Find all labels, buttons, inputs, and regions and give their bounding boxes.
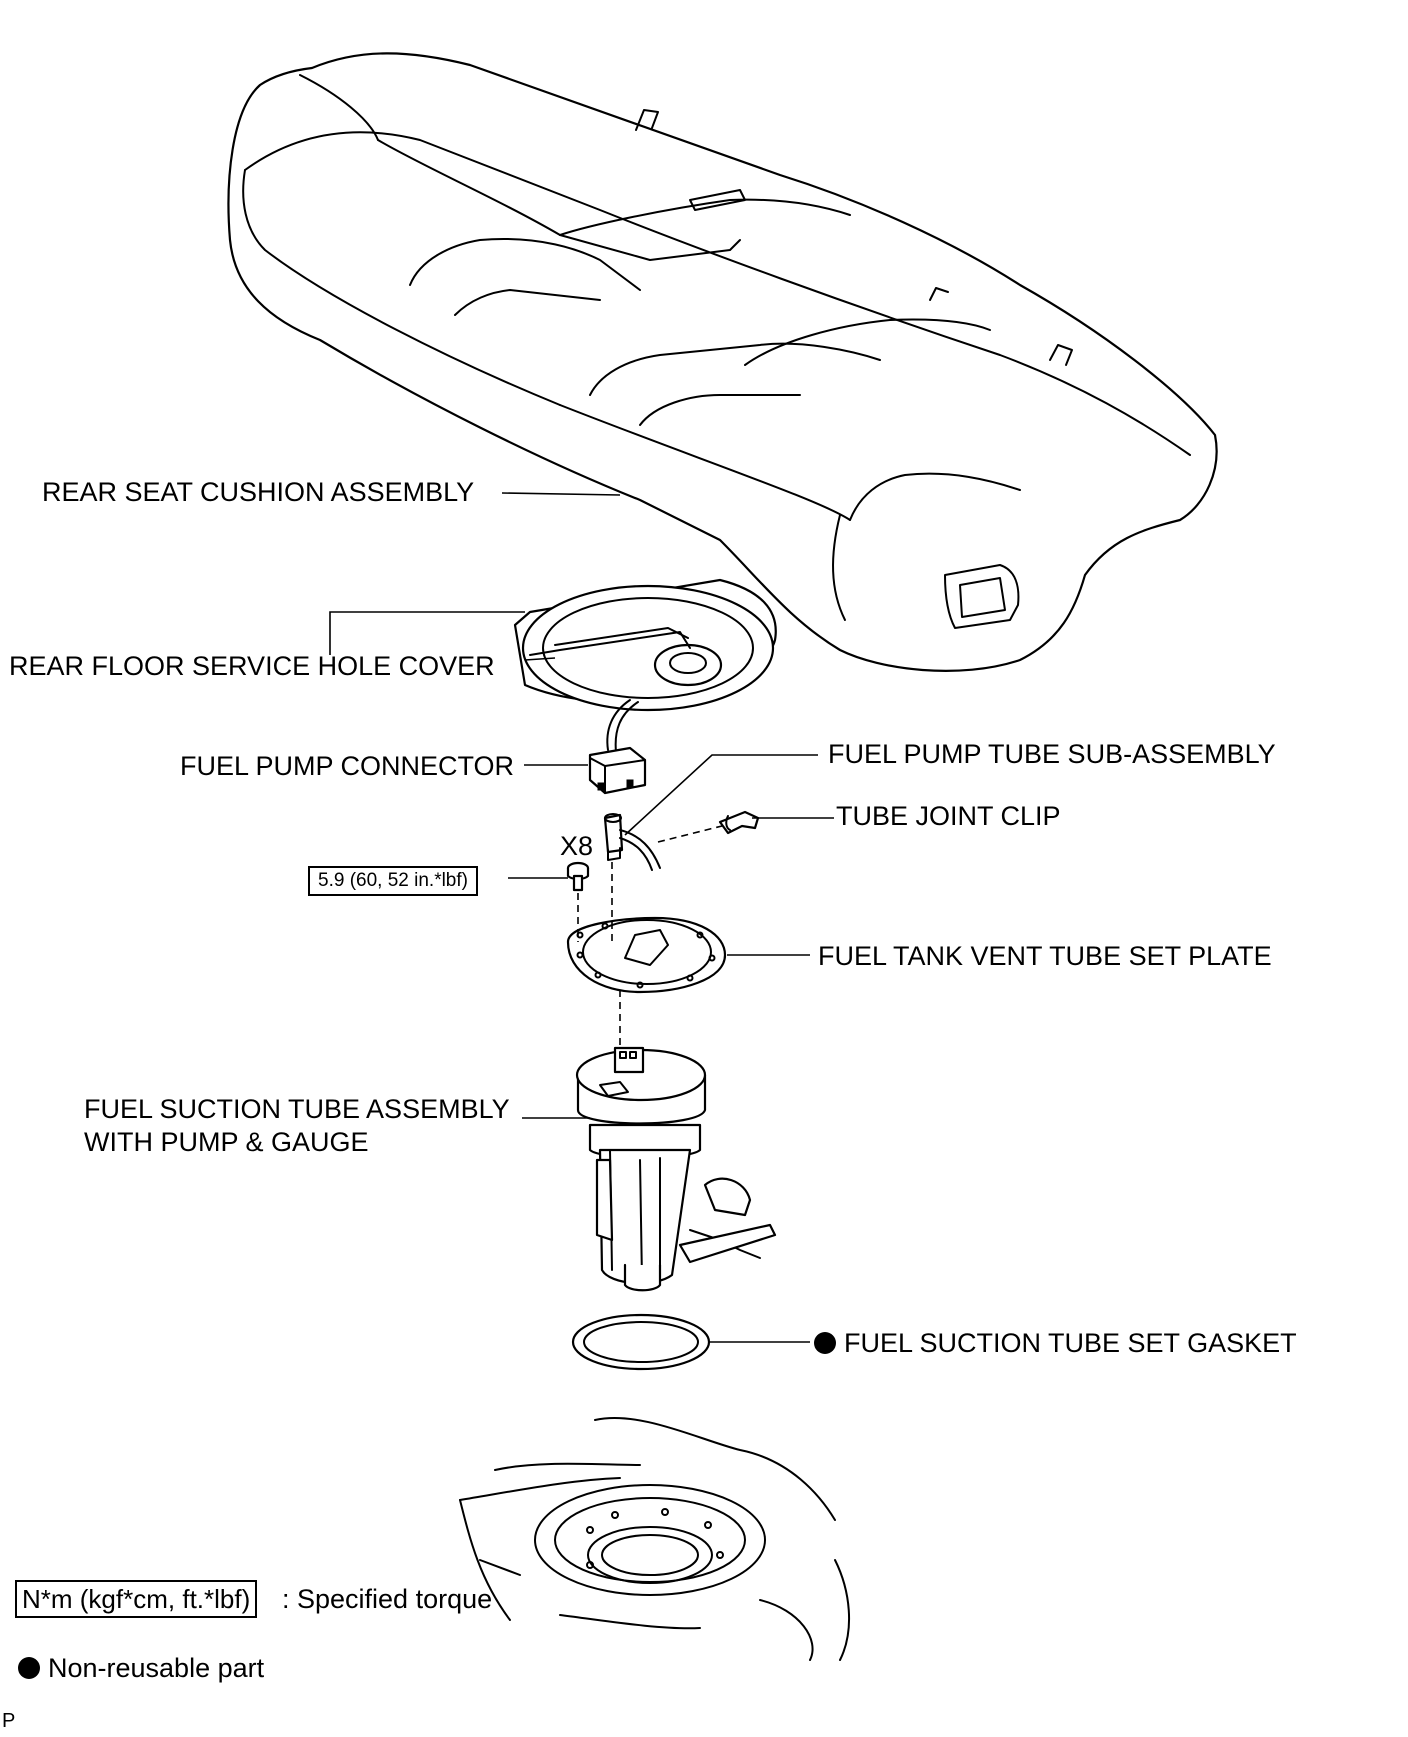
legend-dot-icon bbox=[18, 1657, 40, 1679]
label-vent-tube-plate: FUEL TANK VENT TUBE SET PLATE bbox=[818, 941, 1272, 971]
fuel-pump-tube-drawing bbox=[603, 813, 661, 871]
rear-seat-cushion-drawing bbox=[227, 52, 1218, 672]
set-gasket-drawing bbox=[571, 1313, 711, 1371]
label-quantity: X8 bbox=[560, 831, 594, 861]
label-fuel-pump-connector: FUEL PUMP CONNECTOR bbox=[180, 751, 515, 781]
vent-tube-plate-drawing bbox=[566, 916, 727, 994]
leader-lines bbox=[329, 492, 834, 1343]
label-set-gasket-text: FUEL SUCTION TUBE SET GASKET bbox=[844, 1328, 1297, 1358]
tube-joint-clip-drawing bbox=[718, 810, 760, 835]
legend-torque-desc: : Specified torque bbox=[282, 1584, 493, 1614]
service-hole-cover-drawing bbox=[513, 578, 777, 712]
legend-torque-box: N*m (kgf*cm, ft.*lbf) bbox=[15, 1580, 258, 1618]
legend-nonreusable: Non-reusable part bbox=[18, 1652, 264, 1684]
label-service-hole-cover: REAR FLOOR SERVICE HOLE COVER bbox=[9, 651, 495, 681]
fuel-pump-connector-drawing bbox=[588, 699, 647, 795]
fuel-suction-tube-drawing bbox=[575, 1046, 777, 1292]
nonreusable-dot-icon bbox=[814, 1332, 836, 1354]
label-suction-tube-line1: FUEL SUCTION TUBE ASSEMBLY bbox=[84, 1094, 510, 1124]
label-tube-joint-clip: TUBE JOINT CLIP bbox=[836, 801, 1061, 831]
label-rear-seat-cushion: REAR SEAT CUSHION ASSEMBLY bbox=[42, 477, 475, 507]
label-suction-tube-line2: WITH PUMP & GAUGE bbox=[84, 1127, 369, 1157]
label-fuel-pump-tube: FUEL PUMP TUBE SUB-ASSEMBLY bbox=[828, 739, 1276, 769]
label-set-gasket: FUEL SUCTION TUBE SET GASKET bbox=[814, 1327, 1297, 1359]
fuel-tank-drawing bbox=[459, 1417, 850, 1661]
legend-nonreusable-text: Non-reusable part bbox=[48, 1653, 265, 1683]
alignment-lines bbox=[577, 825, 723, 1048]
torque-spec-box: 5.9 (60, 52 in.*lbf) bbox=[308, 866, 478, 896]
bolt-drawing bbox=[566, 861, 590, 892]
corner-mark: P bbox=[2, 1710, 16, 1732]
